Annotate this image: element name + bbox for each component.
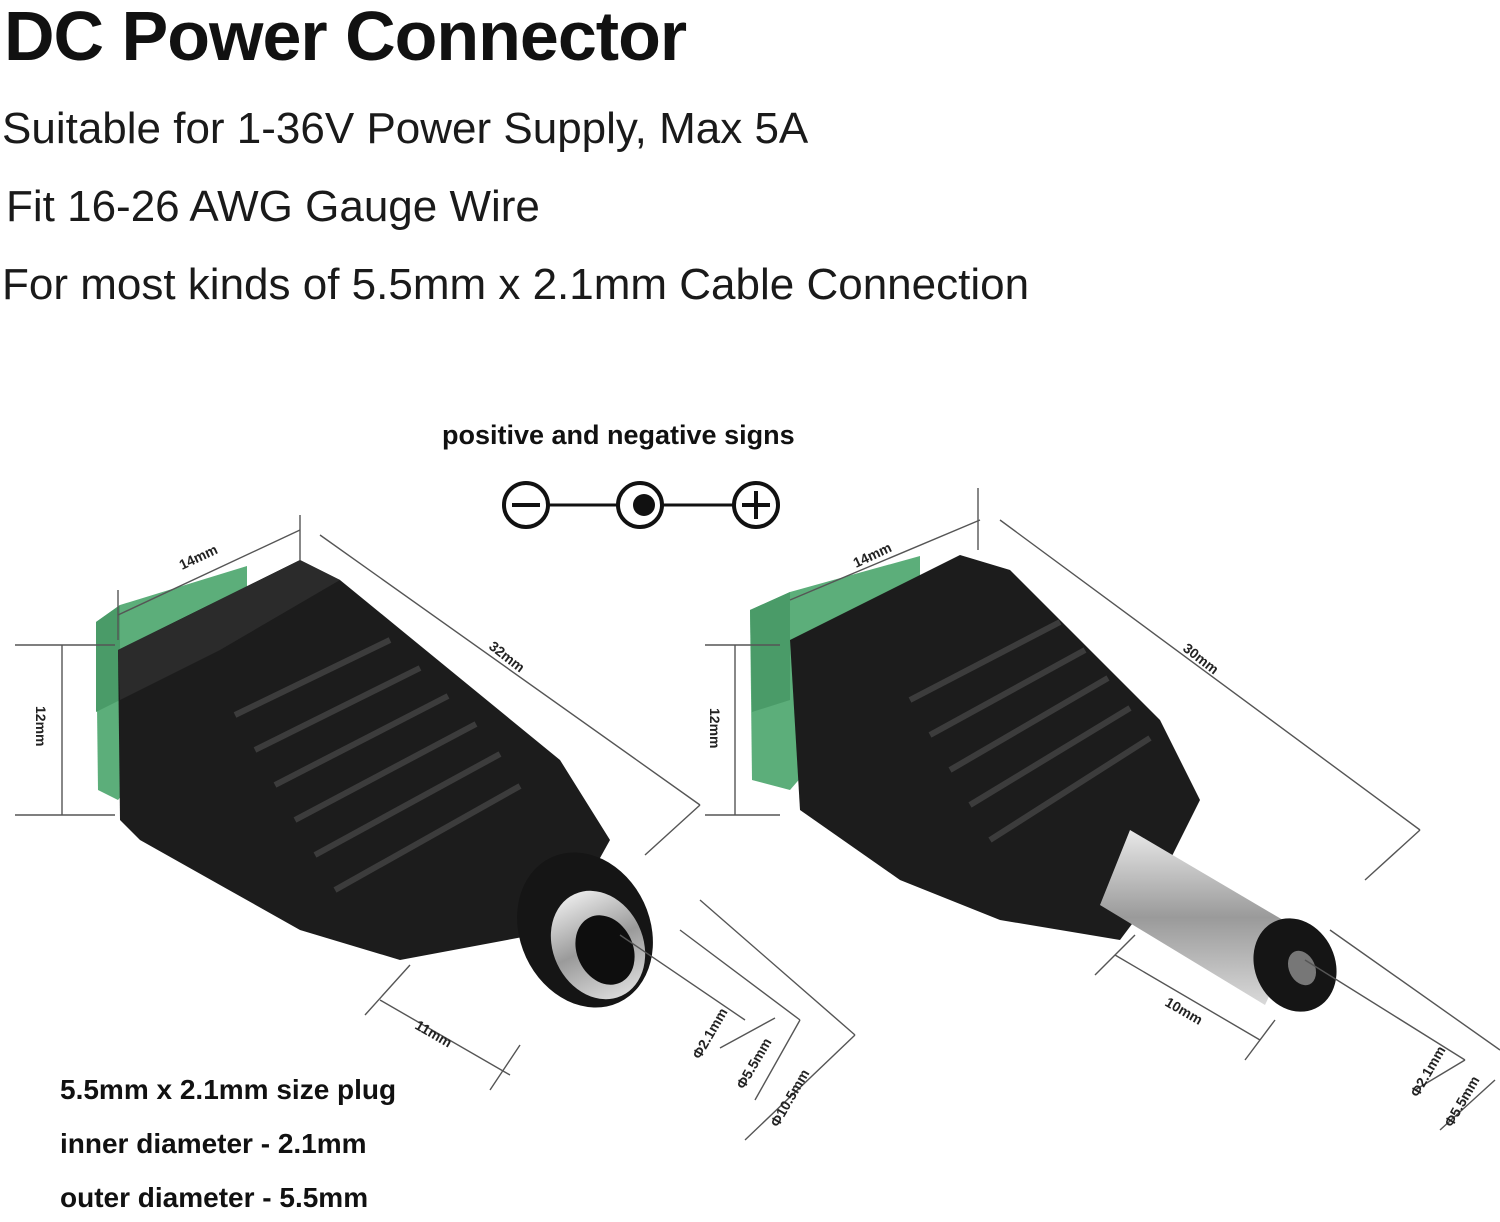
polarity-symbol [502,481,780,529]
female-outer-label: Φ5.5mm [733,1035,775,1091]
male-outer-label: Φ5.5mm [1441,1073,1483,1129]
positive-sign-icon [732,481,780,529]
spec-voltage: Suitable for 1-36V Power Supply, Max 5A [2,104,809,153]
female-body-label: Φ10.5mm [767,1066,813,1129]
male-connector [750,555,1337,1012]
polarity-title: positive and negative signs [442,420,795,450]
female-length-label: 32mm [486,638,528,676]
male-length-label: 30mm [1180,640,1222,678]
connector-illustration: 14mm 32mm 12mm 11mm Φ2.1mm Φ5.5mm Φ10.5m… [15,481,1500,1141]
dimension-lines [15,488,1500,1141]
barrel-center-icon [616,481,664,529]
female-width-label: 14mm [177,541,220,573]
page-title: DC Power Connector [4,0,687,75]
negative-sign-icon [502,481,550,529]
caption-outer-diameter: outer diameter - 5.5mm [60,1182,369,1213]
female-inner-label: Φ2.1mm [689,1005,731,1061]
female-height-label: 12mm [33,706,49,746]
male-height-label: 12mm [707,708,723,748]
female-connector [96,560,653,1008]
female-barrel-label: 11mm [413,1017,455,1051]
male-inner-label: Φ2.1mm [1407,1043,1449,1099]
spec-cable-size: For most kinds of 5.5mm x 2.1mm Cable Co… [2,260,1030,309]
male-barrel-label: 10mm [1163,994,1206,1028]
spec-wire-gauge: Fit 16-26 AWG Gauge Wire [6,182,540,231]
caption-inner-diameter: inner diameter - 2.1mm [60,1128,367,1159]
caption-plug-size: 5.5mm x 2.1mm size plug [60,1074,397,1105]
